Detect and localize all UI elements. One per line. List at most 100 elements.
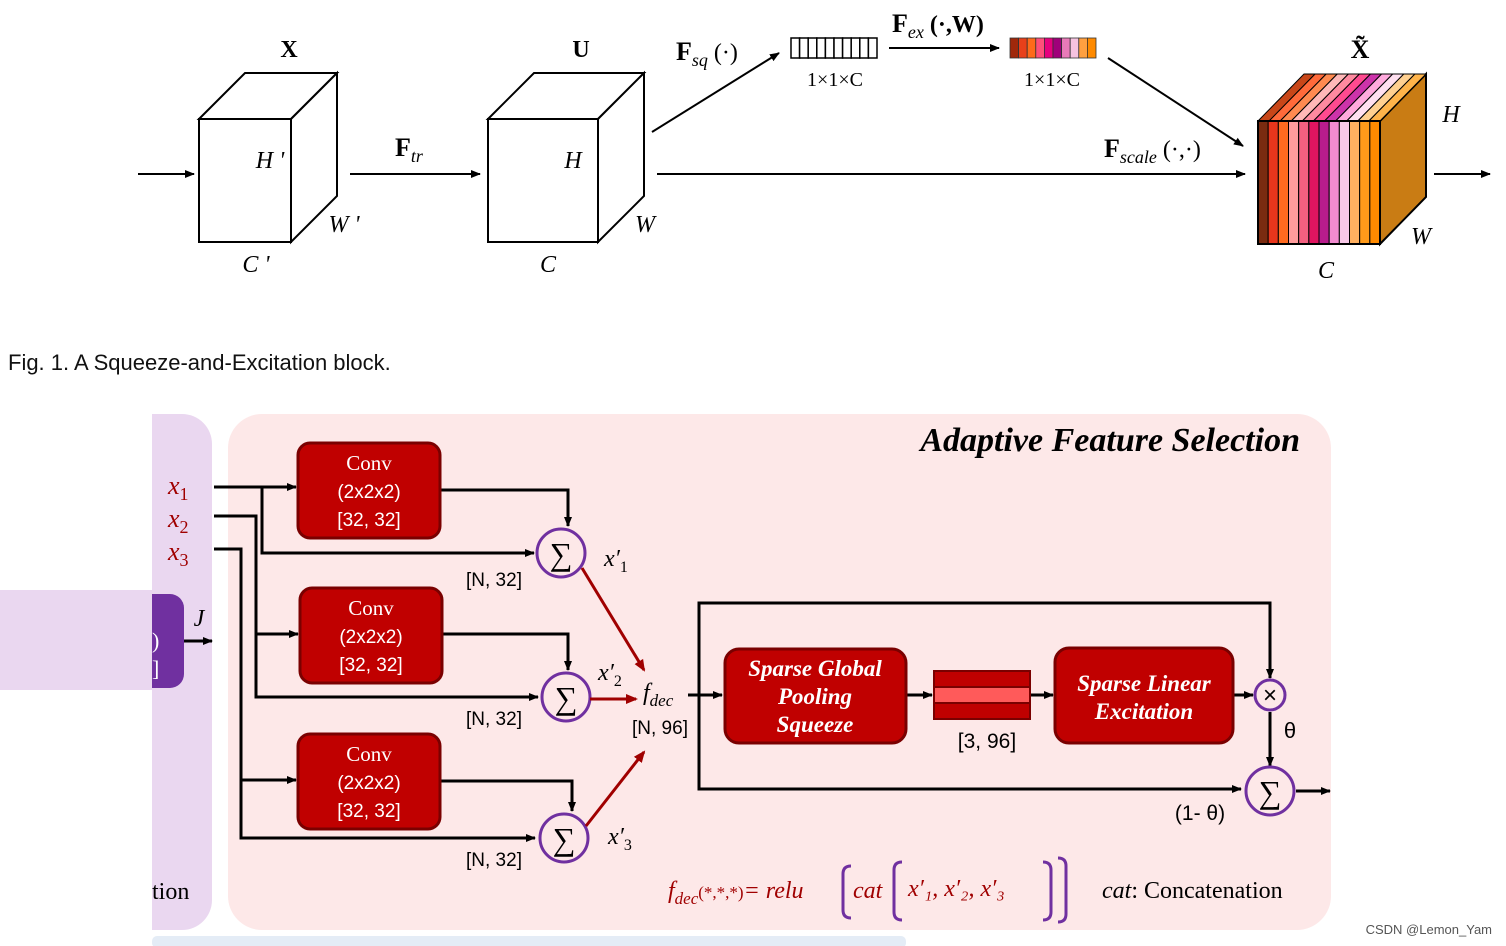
squeezed-tensor-shape: [3, 96] [958,730,1016,753]
sum-node-2-symbol: ∑ [555,680,578,716]
conv-box-3-channels: [32, 32] [337,801,400,822]
cat-legend: cat: Concatenation [1102,878,1283,904]
x-prime-3: x′3 [607,824,632,854]
excited-vector-cell [1009,37,1020,59]
excite-to-scale-arrow [1107,57,1244,147]
output-cube-front-strip [1267,120,1279,245]
output-cube-front-strip [1308,120,1320,245]
output-cube-label: X̃ [1351,35,1370,64]
excited-vector-cell [1078,37,1088,59]
excited-vector-cell [1044,37,1054,59]
left-partial-caption: tion [152,879,189,905]
formula-f: fdec(*,*,*)= relu [668,878,804,908]
cube-u-channels: C [540,252,557,278]
sum-node-2: ∑ [540,671,592,723]
excitation-box-line-1: Sparse Linear [1077,671,1212,696]
fig1-se-block: X H ' W ' C ' Ftr U H W C Fsq (·) 1×1×C … [138,9,1491,284]
conv-box-2: Conv (2x2x2) [32, 32] [298,586,444,685]
squeezed-vector [790,37,878,59]
squeezed-vector-cell [790,37,801,59]
f-dec-label: fdec [643,680,674,710]
sum-node-3-symbol: ∑ [553,821,576,857]
formula-cat: cat [853,878,884,904]
f-sq-arrow [651,52,780,133]
formula: fdec(*,*,*)= relu cat x′₁, x′₂, x′₃ cat:… [668,856,1283,924]
excited-vector-cell [1061,37,1071,59]
excited-vector-cell [1087,37,1097,59]
excited-vector-cell [1035,37,1045,59]
output-cube-front-strip [1298,120,1310,245]
squeezed-vector-cell [824,37,835,59]
sum-node-3: ∑ [538,812,590,864]
output-cube-front-border [1257,120,1381,245]
conv-box-2-name: Conv [348,596,394,620]
pooling-box-line-2: Pooling [777,684,852,709]
f-ex-label: Fex (·,W) [892,9,984,42]
left-partial-text-2: ] [152,656,159,681]
multiply-node: × [1253,678,1287,712]
input-x1: x1 [167,471,189,504]
cube-u-width: W [635,212,657,238]
f-tr-label: Ftr [395,133,424,166]
final-sum-node: ∑ [1244,765,1296,817]
fig2-adaptive-feature-selection: ) ] J tion Adaptive Feature Selection x1… [0,380,1331,946]
conv-box-1-channels: [32, 32] [337,510,400,531]
conv-box-3-kernel: (2x2x2) [337,773,400,794]
conv-box-1-name: Conv [346,451,392,475]
excited-vector [1009,37,1097,59]
conv-box-1: Conv (2x2x2) [32, 32] [296,441,442,540]
output-cube-front-strip [1359,120,1371,245]
squeezed-vector-cell [807,37,818,59]
output-cube-front-strip [1277,120,1290,245]
conv-box-2-channels: [32, 32] [339,655,402,676]
sum-node-1-symbol: ∑ [550,536,573,572]
output-cube-front-strip [1328,120,1340,245]
j-label: J [194,606,206,632]
final-sum-symbol: ∑ [1259,774,1282,810]
squeezed-vector-cell [859,37,870,59]
excited-vector-cell [1026,37,1037,59]
shape-label-2: [N, 32] [466,709,522,730]
sum-node-1: ∑ [535,527,587,579]
squeezed-vector-dim: 1×1×C [807,69,863,91]
conv-box-3-name: Conv [346,742,392,766]
cube-x-channels: C ' [242,252,270,278]
f-sq-label: Fsq (·) [676,37,738,70]
sparse-linear-excitation-box: Sparse Linear Excitation [1053,646,1235,745]
shape-label-1: [N, 32] [466,570,522,591]
excited-vector-dim: 1×1×C [1024,69,1080,91]
output-cube-front-strip [1338,120,1351,245]
panel-title: Adaptive Feature Selection [918,422,1300,459]
squeezed-vector-cell [816,37,827,59]
cube-x-height: H ' [255,148,285,174]
excitation-box-line-2: Excitation [1094,699,1193,724]
excited-vector-cell [1018,37,1028,59]
f-scale-label: Fscale (·,·) [1104,134,1201,167]
multiply-symbol: × [1263,682,1277,709]
left-partial-text-1: ) [152,628,159,653]
output-cube-front-strip [1257,120,1269,245]
squeezed-vector-cell [867,37,878,59]
output-cube-front-strip [1288,120,1300,245]
squeezed-vector-cell [798,37,809,59]
output-cube-front-strip [1318,120,1330,245]
output-cube-front-strip [1369,120,1381,245]
cube-u [485,70,647,245]
excited-vector-cell [1069,37,1080,59]
cube-u-label: U [572,37,589,63]
squeezed-vector-cell [841,37,852,59]
output-cube [1256,71,1428,247]
output-cube-channels: C [1318,258,1335,284]
output-cube-width: W [1411,224,1433,250]
one-minus-theta-label: (1- θ) [1175,802,1225,825]
cube-u-height: H [563,148,583,174]
excited-vector-cell [1052,37,1063,59]
squeezed-tensor [933,670,1031,720]
cube-x-width: W ' [328,212,360,238]
sparse-global-pooling-box: Sparse Global Pooling Squeeze [723,647,908,745]
squeezed-vector-cell [833,37,844,59]
output-cube-height: H [1441,102,1461,128]
cube-x [196,70,340,245]
fig1-caption: Fig. 1. A Squeeze-and-Excitation block. [8,350,391,375]
